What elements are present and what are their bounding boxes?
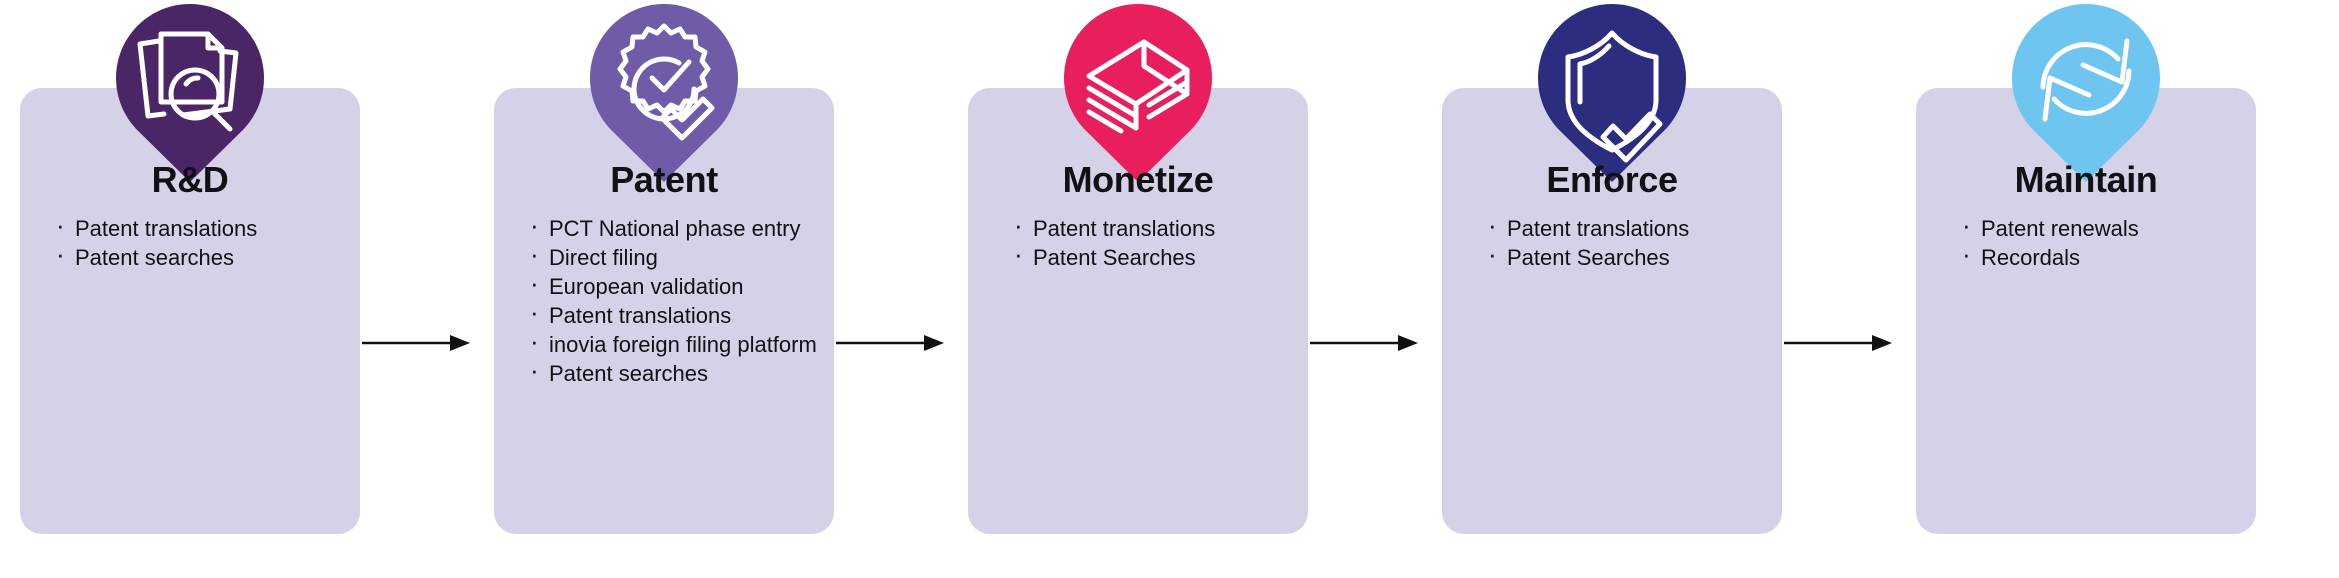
- stage-title-maintain: Maintain: [2014, 159, 2158, 200]
- arrow-right-icon: [362, 332, 470, 354]
- list-item: Patent Searches: [1488, 240, 1782, 272]
- stage-title-monetize: Monetize: [1062, 159, 1214, 200]
- list-item: Patent translations: [1014, 211, 1308, 243]
- refresh-cycle-icon: [2012, 4, 2160, 182]
- list-item: European validation: [530, 269, 834, 301]
- arrow-right-icon: [1310, 332, 1418, 354]
- stage-body-enforce: Enforce Patent translations Patent Searc…: [1442, 88, 1782, 534]
- stage-bullets-enforce: Patent translations Patent Searches: [1442, 211, 1782, 272]
- stage-enforce[interactable]: Enforce Patent translations Patent Searc…: [1442, 4, 1782, 534]
- stage-bullets-maintain: Patent renewals Recordals: [1916, 211, 2256, 272]
- stage-bullets-patent: PCT National phase entry Direct filing E…: [494, 211, 834, 388]
- stage-monetize[interactable]: Monetize Patent translations Patent Sear…: [968, 4, 1308, 534]
- stage-body-patent: Patent PCT National phase entry Direct f…: [494, 88, 834, 534]
- stage-title-rd: R&D: [151, 159, 229, 200]
- list-item: inovia foreign filing platform: [530, 327, 834, 359]
- stage-maintain[interactable]: Maintain Patent renewals Recordals: [1916, 4, 2256, 534]
- list-item: Patent translations: [56, 211, 360, 243]
- list-item: Patent searches: [530, 356, 834, 388]
- arrow-right-icon: [1784, 332, 1892, 354]
- stage-title-patent: Patent: [610, 159, 718, 200]
- stage-body-monetize: Monetize Patent translations Patent Sear…: [968, 88, 1308, 534]
- list-item: Patent searches: [56, 240, 360, 272]
- stage-rd[interactable]: R&D Patent translations Patent searches: [20, 4, 360, 534]
- documents-magnifier-icon: [116, 4, 264, 182]
- list-item: Patent translations: [530, 298, 834, 330]
- list-item: Direct filing: [530, 240, 834, 272]
- shield-check-icon: [1538, 4, 1686, 182]
- stage-bullets-rd: Patent translations Patent searches: [20, 211, 360, 272]
- stage-bullets-monetize: Patent translations Patent Searches: [968, 211, 1308, 272]
- stage-title-enforce: Enforce: [1546, 159, 1678, 200]
- list-item: Patent Searches: [1014, 240, 1308, 272]
- list-item: PCT National phase entry: [530, 211, 834, 243]
- list-item: Patent renewals: [1962, 211, 2256, 243]
- arrow-right-icon: [836, 332, 944, 354]
- stage-patent[interactable]: Patent PCT National phase entry Direct f…: [494, 4, 834, 534]
- money-stack-icon: [1064, 4, 1212, 182]
- stage-body-maintain: Maintain Patent renewals Recordals: [1916, 88, 2256, 534]
- certified-badge-check-icon: [590, 4, 738, 182]
- list-item: Recordals: [1962, 240, 2256, 272]
- stage-body-rd: R&D Patent translations Patent searches: [20, 88, 360, 534]
- list-item: Patent translations: [1488, 211, 1782, 243]
